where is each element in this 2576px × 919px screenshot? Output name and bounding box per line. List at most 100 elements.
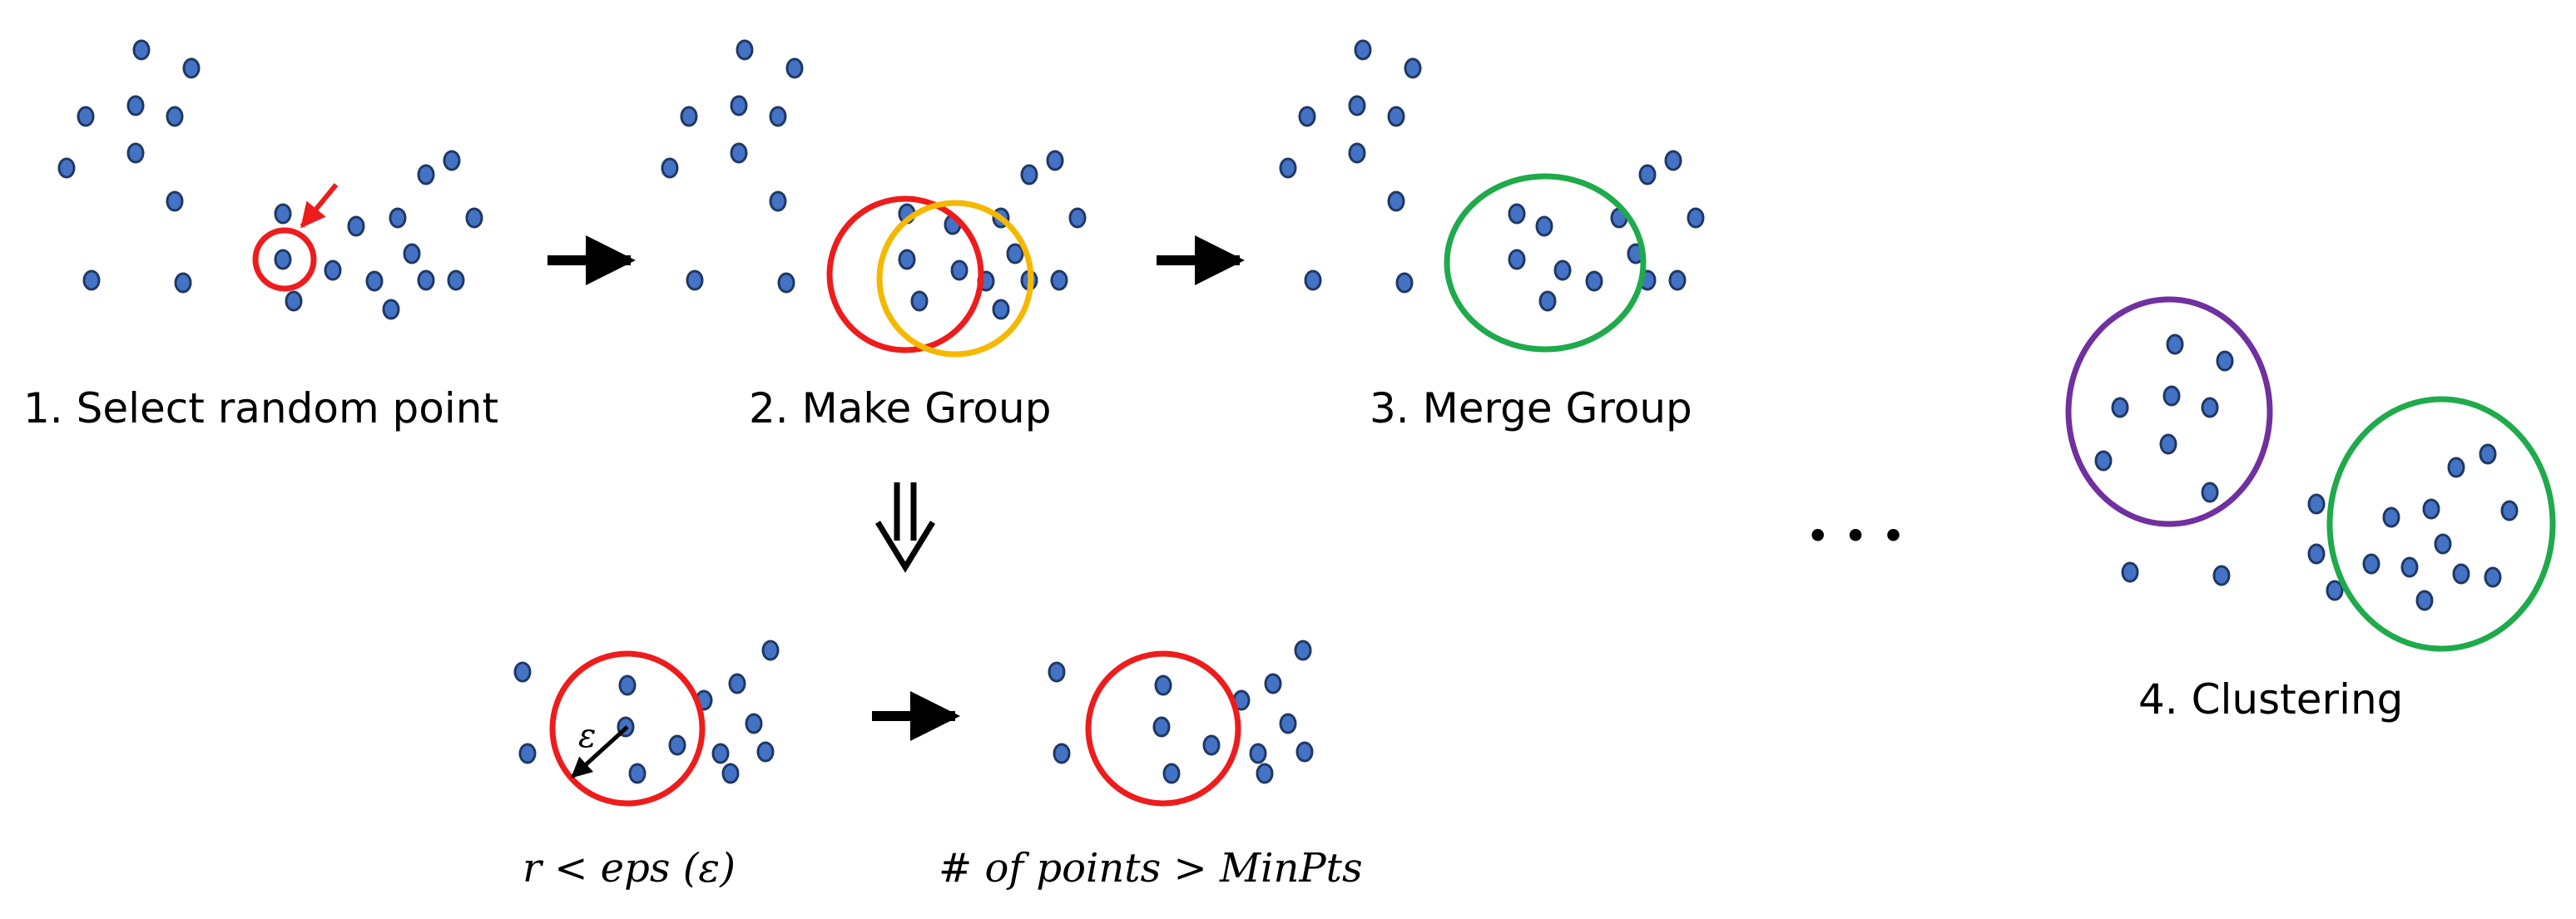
step1-label: 1. Select random point [23, 384, 498, 432]
data-point [2212, 565, 2231, 586]
data-point [1585, 270, 1603, 292]
data-point [82, 269, 101, 291]
data-point [728, 673, 746, 694]
data-point [686, 269, 704, 291]
data-point [2166, 334, 2184, 355]
data-point [1162, 763, 1181, 784]
data-point [730, 95, 748, 116]
data-point [2479, 443, 2497, 465]
data-point [1256, 763, 1274, 784]
epsilon-symbol: ε [578, 717, 596, 755]
data-point [2326, 580, 2344, 601]
merged-group-ellipse [1444, 173, 1647, 353]
data-point [2422, 498, 2440, 520]
cluster-b-ellipse [2326, 396, 2556, 652]
ellipsis: • • • [1806, 512, 1905, 561]
data-point [785, 57, 804, 79]
data-point [1298, 106, 1316, 127]
data-point [417, 164, 435, 185]
data-point [285, 290, 303, 312]
data-point [166, 106, 184, 127]
data-point [1668, 269, 1687, 291]
data-point [1152, 716, 1171, 738]
data-point [1050, 269, 1068, 291]
minpts-condition-label: # of points > MinPts [939, 845, 1363, 892]
data-point [910, 290, 929, 312]
data-point [2362, 553, 2380, 575]
data-point [2382, 506, 2400, 528]
data-point [1508, 203, 1526, 225]
data-point [2452, 563, 2470, 585]
data-point [711, 743, 730, 764]
data-point [2201, 482, 2219, 503]
data-point [992, 299, 1010, 320]
data-point [447, 269, 465, 291]
data-point [1354, 39, 1372, 61]
data-point [2484, 566, 2502, 588]
data-point [680, 106, 698, 127]
data-point [2121, 561, 2139, 583]
data-point [1294, 640, 1312, 661]
group-circle-red [826, 195, 984, 353]
data-point [443, 150, 461, 171]
data-point [365, 270, 384, 292]
step3-label: 3. Merge Group [1370, 384, 1692, 432]
panel-minpts-condition [1048, 640, 1314, 784]
data-point [77, 106, 95, 127]
data-point [1264, 673, 1282, 694]
data-point [1304, 269, 1322, 291]
eps-radius-arrow [571, 725, 629, 778]
data-point [1053, 743, 1071, 764]
data-point [1687, 207, 1705, 229]
data-point [721, 763, 740, 784]
data-point [1279, 157, 1297, 179]
data-point [126, 142, 145, 164]
data-point [324, 259, 342, 281]
panel-radius-condition [513, 640, 780, 784]
data-point [513, 661, 532, 683]
data-point [745, 713, 763, 734]
data-point [347, 215, 365, 237]
data-point [1279, 713, 1297, 734]
data-point [1348, 142, 1366, 164]
panel-merge-group [1279, 39, 1705, 312]
data-point [1404, 57, 1422, 79]
data-point [132, 39, 151, 61]
data-point [769, 190, 787, 212]
data-point [1249, 743, 1267, 764]
data-point [1020, 164, 1038, 185]
data-point [1348, 95, 1366, 116]
data-point [1508, 249, 1526, 270]
data-point [2415, 590, 2434, 611]
data-point [166, 190, 184, 212]
data-point [274, 249, 292, 270]
cluster-a-ellipse [2065, 296, 2273, 527]
data-point [1538, 290, 1557, 312]
minpts-circle [1085, 650, 1241, 807]
data-point [57, 157, 76, 179]
data-point [2159, 433, 2177, 455]
data-point [2094, 450, 2113, 472]
data-point [389, 207, 407, 229]
data-point [1664, 150, 1682, 171]
data-point [2111, 397, 2129, 418]
data-point [661, 157, 679, 179]
data-point [1006, 243, 1024, 264]
data-point [2162, 385, 2181, 407]
data-point [1395, 272, 1414, 294]
data-point [628, 763, 646, 784]
data-point [274, 203, 292, 225]
group-circle-yellow [876, 200, 1034, 358]
data-point [950, 259, 968, 281]
data-point [761, 640, 780, 661]
double-down-arrow [875, 482, 935, 573]
panel-select-random-point [57, 39, 483, 320]
step4-label: 4. Clustering [2138, 675, 2403, 724]
data-point [2434, 533, 2452, 555]
data-point [1553, 259, 1572, 281]
data-point [403, 243, 421, 264]
data-point [668, 734, 686, 756]
data-point [1046, 150, 1064, 171]
data-point [1387, 106, 1405, 127]
